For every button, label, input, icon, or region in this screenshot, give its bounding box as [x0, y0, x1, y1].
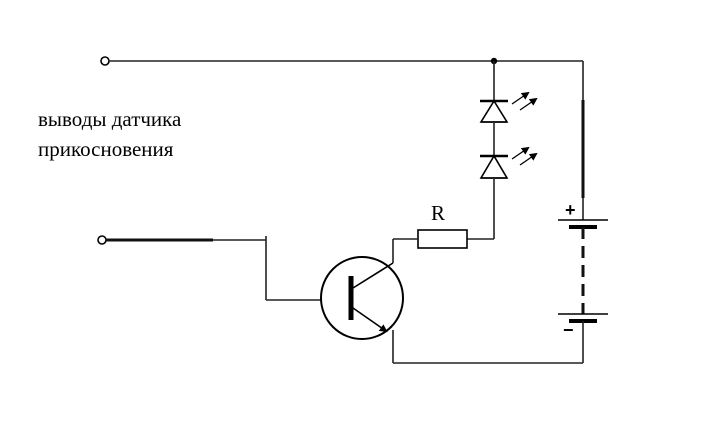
sensor-leads-caption: выводы датчика прикосновения — [38, 104, 181, 164]
led-1 — [479, 91, 538, 123]
resistor — [417, 229, 468, 249]
led-2 — [479, 146, 538, 179]
transistor-npn — [320, 256, 404, 340]
caption-line-2: прикосновения — [38, 137, 174, 161]
bottom-sensor-terminal — [97, 235, 107, 245]
battery-plus-sign: + — [565, 200, 576, 220]
resistor-label: R — [431, 201, 445, 225]
caption-line-1: выводы датчика — [38, 107, 182, 131]
battery-minus-sign: − — [563, 320, 574, 340]
battery-symbol: + − — [558, 200, 608, 340]
top-sensor-terminal — [100, 56, 110, 66]
